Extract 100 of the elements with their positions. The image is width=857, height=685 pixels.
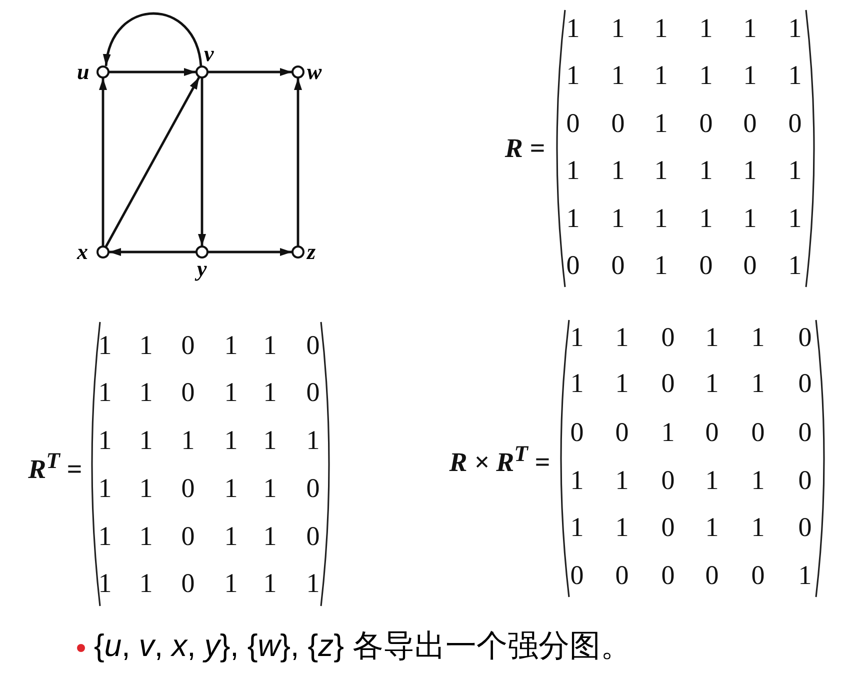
matrix-entry: 1 xyxy=(98,568,112,598)
arrow xyxy=(208,248,292,256)
matrix-entry: 0 xyxy=(181,377,195,407)
matrix-entry: 1 xyxy=(751,465,765,495)
matrix-entry: 1 xyxy=(654,155,668,185)
matrix-entry: 1 xyxy=(798,560,812,590)
arrow xyxy=(104,12,202,66)
matrix-entry: 0 xyxy=(743,250,757,280)
matrix-entry: 0 xyxy=(566,250,580,280)
matrix-entry: 1 xyxy=(743,155,757,185)
vertex-label: y xyxy=(197,258,207,280)
matrix-entry: 1 xyxy=(139,377,153,407)
matrix-entry: 1 xyxy=(611,155,625,185)
matrix-entry: 0 xyxy=(661,512,675,542)
matrix-entry: 1 xyxy=(705,465,719,495)
vertex-label: u xyxy=(77,61,90,83)
matrix-entry: 1 xyxy=(263,425,277,455)
matrix-entry: 1 xyxy=(98,330,112,360)
matrix-entry: 0 xyxy=(615,417,629,447)
arrow xyxy=(109,248,196,256)
matrix-entry: 1 xyxy=(224,568,238,598)
matrix-entry: 1 xyxy=(615,512,629,542)
matrix-entry: 1 xyxy=(181,425,195,455)
matrix-entry: 1 xyxy=(654,60,668,90)
matrix-entry: 1 xyxy=(654,13,668,43)
matrix-entry: 1 xyxy=(98,425,112,455)
matrix-entry: 0 xyxy=(570,560,584,590)
matrix-entry: 1 xyxy=(654,250,668,280)
matrix-entry: 1 xyxy=(224,425,238,455)
matrix-entry: 0 xyxy=(705,417,719,447)
matrix-entry: 1 xyxy=(699,13,713,43)
matrix-entry: 1 xyxy=(224,473,238,503)
matrix-entry: 1 xyxy=(306,425,320,455)
vertex-label: x xyxy=(77,241,88,263)
matrix-entry: 1 xyxy=(570,465,584,495)
matrix-entry: 0 xyxy=(181,568,195,598)
matrix-entry: 1 xyxy=(661,417,675,447)
arrow xyxy=(104,76,200,248)
matrix-entry: 1 xyxy=(788,13,802,43)
arrow xyxy=(99,78,107,246)
matrix-entry: 1 xyxy=(263,568,277,598)
matrix-entry: 1 xyxy=(611,13,625,43)
matrix-entry: 1 xyxy=(788,203,802,233)
matrix-entry: 1 xyxy=(98,473,112,503)
vertex-label: w xyxy=(307,61,322,83)
matrix-entry: 1 xyxy=(224,377,238,407)
vertex-label: z xyxy=(307,241,316,263)
matrix-entry: 1 xyxy=(615,368,629,398)
matrix-entry: 1 xyxy=(570,512,584,542)
matrix-entry: 1 xyxy=(263,330,277,360)
matrix-entry: 1 xyxy=(788,155,802,185)
matrix-entry: 1 xyxy=(705,322,719,352)
matrix-entry: 0 xyxy=(661,368,675,398)
matrix-entry: 0 xyxy=(181,521,195,551)
matrix-entry: 0 xyxy=(306,377,320,407)
arrow xyxy=(109,68,196,76)
matrix-name: R = xyxy=(504,133,545,163)
matrix-entry: 1 xyxy=(570,322,584,352)
matrix-entry: 1 xyxy=(751,512,765,542)
matrix-entry: 1 xyxy=(611,60,625,90)
matrix-entry: 1 xyxy=(615,465,629,495)
matrix-entry: 1 xyxy=(743,13,757,43)
matrix-entry: 0 xyxy=(615,560,629,590)
matrix-entry: 0 xyxy=(699,250,713,280)
matrix-entry: 0 xyxy=(181,473,195,503)
matrix-entry: 0 xyxy=(570,417,584,447)
matrix-entry: 0 xyxy=(611,250,625,280)
arrow xyxy=(294,78,302,246)
matrix-entry: 0 xyxy=(611,108,625,138)
matrix-entry: 1 xyxy=(263,521,277,551)
matrix-entry: 0 xyxy=(751,560,765,590)
matrix-entry: 0 xyxy=(751,417,765,447)
matrix-entry: 0 xyxy=(798,322,812,352)
matrix-entry: 1 xyxy=(566,13,580,43)
matrix-entry: 1 xyxy=(615,322,629,352)
matrix-entry: 1 xyxy=(743,203,757,233)
matrix-entry: 1 xyxy=(139,568,153,598)
matrix-entry: 0 xyxy=(306,473,320,503)
matrix-entry: 1 xyxy=(705,512,719,542)
matrix-entry: 0 xyxy=(798,512,812,542)
matrix-entry: 1 xyxy=(566,60,580,90)
matrix-entry: 1 xyxy=(654,108,668,138)
matrix-entry: 1 xyxy=(98,377,112,407)
matrix-entry: 1 xyxy=(224,330,238,360)
matrix-entry: 0 xyxy=(699,108,713,138)
matrix-entry: 1 xyxy=(788,250,802,280)
matrix-entry: 1 xyxy=(263,377,277,407)
matrix-entry: 0 xyxy=(566,108,580,138)
matrix-entry: 1 xyxy=(139,473,153,503)
matrix-entry: 1 xyxy=(611,203,625,233)
matrix-entry: 1 xyxy=(566,203,580,233)
matrix-entry: 1 xyxy=(263,473,277,503)
matrix-entry: 0 xyxy=(181,330,195,360)
matrix-entry: 1 xyxy=(98,521,112,551)
matrix-entry: 0 xyxy=(798,368,812,398)
matrix-entry: 1 xyxy=(139,330,153,360)
matrix-entry: 1 xyxy=(570,368,584,398)
matrix-entry: 1 xyxy=(224,521,238,551)
vertex-label: v xyxy=(204,43,214,65)
matrix-entry: 0 xyxy=(743,108,757,138)
